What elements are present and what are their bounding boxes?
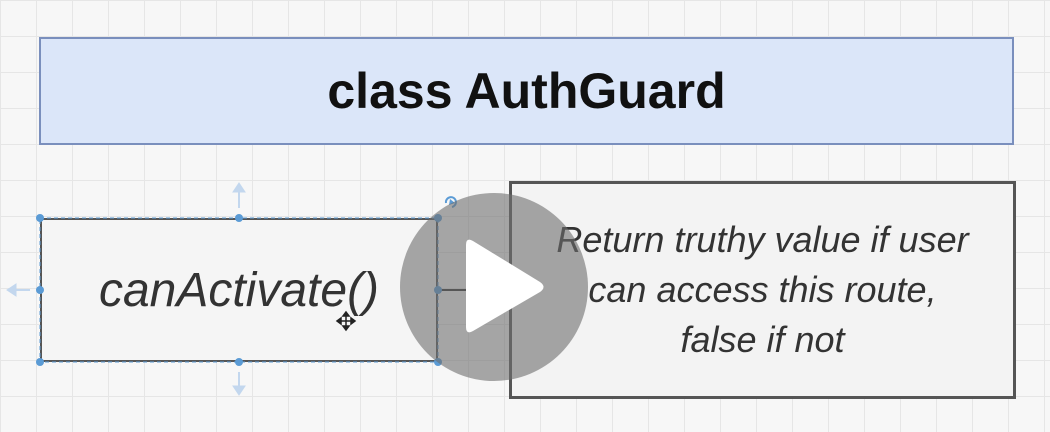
method-box[interactable]: canActivate(): [40, 218, 438, 362]
note-text: Return truthy value if user can access t…: [556, 215, 968, 365]
clone-arrow-up-icon[interactable]: [232, 182, 246, 208]
play-icon: [466, 239, 544, 333]
class-title: class AuthGuard: [327, 63, 726, 119]
note-line: false if not: [680, 319, 845, 360]
note-box[interactable]: Return truthy value if user can access t…: [509, 181, 1016, 399]
note-line: can access this route,: [588, 269, 937, 310]
clone-arrow-down-icon[interactable]: [232, 372, 246, 396]
note-line: Return truthy value if user: [556, 219, 969, 260]
method-label: canActivate(): [98, 263, 380, 317]
play-button[interactable]: [400, 193, 588, 381]
class-box[interactable]: class AuthGuard: [39, 37, 1014, 145]
clone-arrow-left-icon[interactable]: [6, 283, 30, 297]
